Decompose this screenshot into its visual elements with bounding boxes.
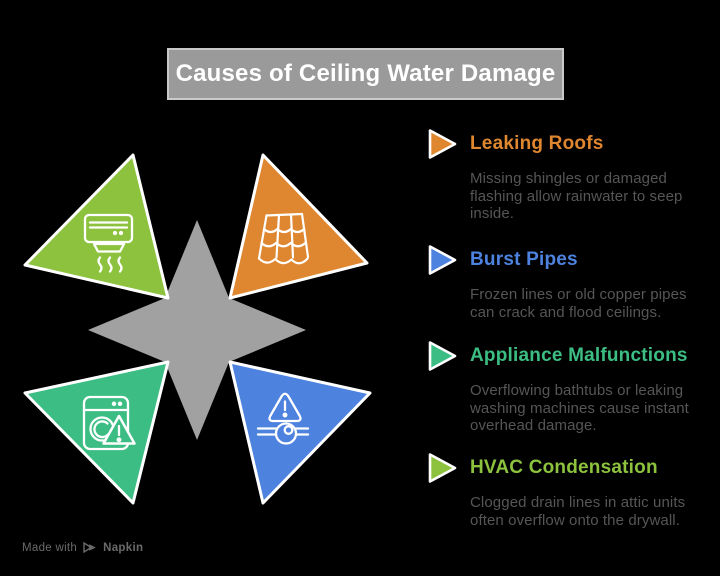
center-star-shape [88, 220, 306, 440]
watermark: Made with Napkin [22, 541, 143, 554]
air-conditioner-icon [83, 213, 134, 273]
appliance-triangle [23, 360, 170, 505]
right-triangle-icon [428, 129, 457, 159]
watermark-brand: Napkin [103, 541, 144, 554]
right-triangle-icon [428, 453, 457, 483]
item-description: Missing shingles or damaged flashing all… [470, 170, 683, 222]
napkin-logo-icon [83, 541, 96, 554]
roof-tiles-icon [257, 212, 310, 265]
pipes-triangle [228, 360, 372, 505]
page-title: Causes of Ceiling Water Damage [175, 60, 556, 87]
causes-diagram [23, 153, 372, 505]
item-title: Appliance Malfunctions [470, 345, 688, 366]
item-title: Burst Pipes [470, 249, 578, 270]
legend-item-burst-pipes: Burst Pipes Frozen lines or old copper p… [428, 244, 695, 321]
item-title: Leaking Roofs [470, 133, 604, 154]
right-triangle-icon [428, 341, 457, 371]
washing-machine-warning-icon [82, 395, 136, 451]
watermark-prefix: Made with [22, 541, 78, 554]
item-title: HVAC Condensation [470, 457, 658, 478]
legend-item-leaking-roofs: Leaking Roofs Missing shingles or damage… [428, 128, 695, 223]
title-box: Causes of Ceiling Water Damage [167, 48, 564, 100]
burst-pipe-warning-icon [256, 392, 310, 445]
item-description: Frozen lines or old copper pipes can cra… [470, 286, 687, 321]
item-description: Overflowing bathtubs or leaking washing … [470, 382, 689, 434]
right-triangle-icon [428, 245, 457, 275]
legend-item-appliance-malfunctions: Appliance Malfunctions Overflowing batht… [428, 340, 695, 435]
legend-item-hvac-condensation: HVAC Condensation Clogged drain lines in… [428, 452, 695, 529]
roof-triangle [228, 153, 369, 300]
item-description: Clogged drain lines in attic units often… [470, 494, 686, 529]
